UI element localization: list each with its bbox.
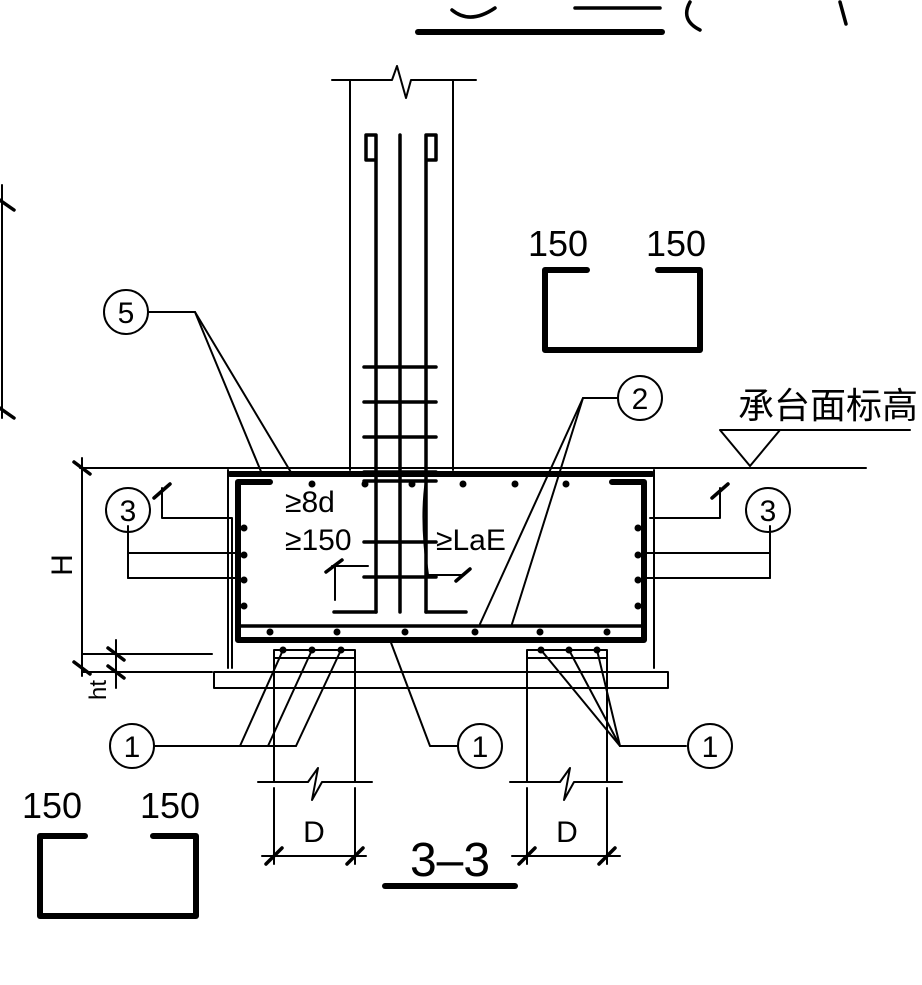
column-bar-left (364, 133, 378, 614)
column (331, 65, 477, 614)
callout-1c-label: 1 (702, 731, 719, 764)
callout-circle-1c (687, 723, 733, 769)
callout-circles (103, 289, 791, 769)
cushion-layer (213, 671, 669, 689)
callout-2-label: 2 (632, 383, 649, 416)
pile-break-right (509, 767, 623, 801)
pile-diameter-dimensions (261, 787, 621, 866)
pile-break-left (257, 767, 373, 801)
section-label: 3–3 (410, 834, 490, 887)
cap-cage-bar (235, 479, 647, 643)
callout-1b-label: 1 (472, 731, 489, 764)
anchor-8d-label: ≥8d (285, 486, 335, 519)
callout-3-right-label: 3 (760, 495, 777, 528)
hook-bottom-left-label: 150 (22, 785, 82, 826)
callout-circle-3-left (105, 487, 151, 533)
elevation-marker (719, 429, 911, 467)
anchor-150-label: ≥150 (285, 524, 352, 557)
hook-top-left-label: 150 (528, 223, 588, 264)
callout-circle-3-right (745, 487, 791, 533)
break-line (331, 65, 477, 99)
rebar-dots (240, 480, 642, 654)
anchor-lae-label: ≥LaE (436, 524, 506, 557)
pile-cap (213, 469, 669, 689)
callout-circle-2 (617, 375, 663, 421)
dim-D-right-label: D (556, 816, 578, 849)
callout-1a-label: 1 (124, 731, 141, 764)
anchor-dims (324, 479, 472, 601)
hook-top-right-label: 150 (646, 223, 706, 264)
elevation-label: 承台面标高 (738, 386, 918, 427)
dim-ht-label: ht (85, 680, 112, 700)
hook-detail-bottom (37, 833, 199, 919)
callout-circle-1b (457, 723, 503, 769)
title-remnant (415, 0, 848, 35)
piles (257, 649, 623, 801)
callout-circle-5 (103, 289, 149, 335)
callout-5-label: 5 (118, 297, 135, 330)
hook-bottom-right-label: 150 (140, 785, 200, 826)
height-dimension (72, 457, 213, 689)
hook-detail-top (542, 267, 703, 353)
dim-D-left-label: D (303, 816, 325, 849)
left-edge-dimension (0, 184, 16, 420)
callout-leaders (127, 311, 771, 747)
column-bar-right (424, 133, 438, 614)
callout-3-left-label: 3 (120, 495, 137, 528)
callout-circle-1a (109, 723, 155, 769)
dim-H-label: H (46, 554, 79, 576)
